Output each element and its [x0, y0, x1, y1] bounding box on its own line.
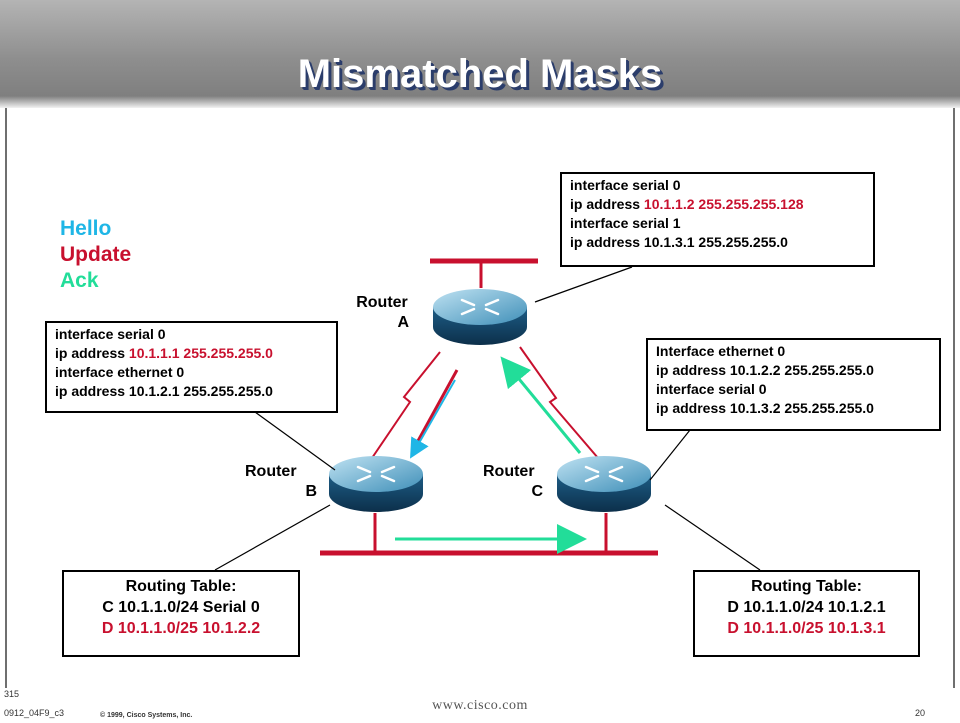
- footer-url: www.cisco.com: [432, 698, 528, 713]
- header-glow: [0, 96, 960, 108]
- config-box-router-c: Interface ethernet 0 ip address 10.1.2.2…: [646, 338, 941, 431]
- callout-line-a: [534, 266, 633, 303]
- callout-line-c: [649, 429, 691, 481]
- frame-right-border: [953, 108, 955, 688]
- footer-course-number: 315: [4, 689, 20, 699]
- legend-ack: Ack: [60, 269, 99, 292]
- router-a-icon: [433, 289, 527, 345]
- callout-line-b: [254, 411, 336, 471]
- hello-arrow-a-b: [410, 379, 456, 459]
- serial-link-a-b: [371, 351, 441, 459]
- ack-arrow-c-a: [500, 356, 582, 454]
- legend-hello: Hello: [60, 217, 112, 240]
- footer-copyright: © 1999, Cisco Systems, Inc.: [100, 712, 193, 719]
- callout-line-rt-b: [214, 504, 331, 571]
- router-c-icon: [557, 456, 651, 512]
- callout-line-rt-c: [664, 504, 761, 571]
- lan-segment-bottom: [320, 513, 658, 556]
- routing-table-router-b: Routing Table: C 10.1.1.0/24 Serial 0 D …: [62, 570, 300, 657]
- legend-update: Update: [60, 243, 132, 266]
- frame-left-border: [5, 108, 7, 688]
- slide-header: [0, 0, 960, 108]
- slide-title: Mismatched Masks: [297, 52, 663, 96]
- router-b-icon: [329, 456, 423, 512]
- page-number: 20: [915, 708, 926, 718]
- config-box-router-b: interface serial 0 ip address 10.1.1.1 2…: [45, 321, 338, 413]
- footer-course-code: 0912_04F9_c3: [4, 708, 65, 718]
- serial-link-a-c: [519, 346, 599, 459]
- config-box-router-a: interface serial 0 ip address 10.1.1.2 2…: [560, 172, 875, 267]
- lan-segment-top: [430, 258, 538, 288]
- update-arrow-b-a: [411, 369, 459, 451]
- routing-table-router-c: Routing Table: D 10.1.1.0/24 10.1.2.1 D …: [693, 570, 920, 657]
